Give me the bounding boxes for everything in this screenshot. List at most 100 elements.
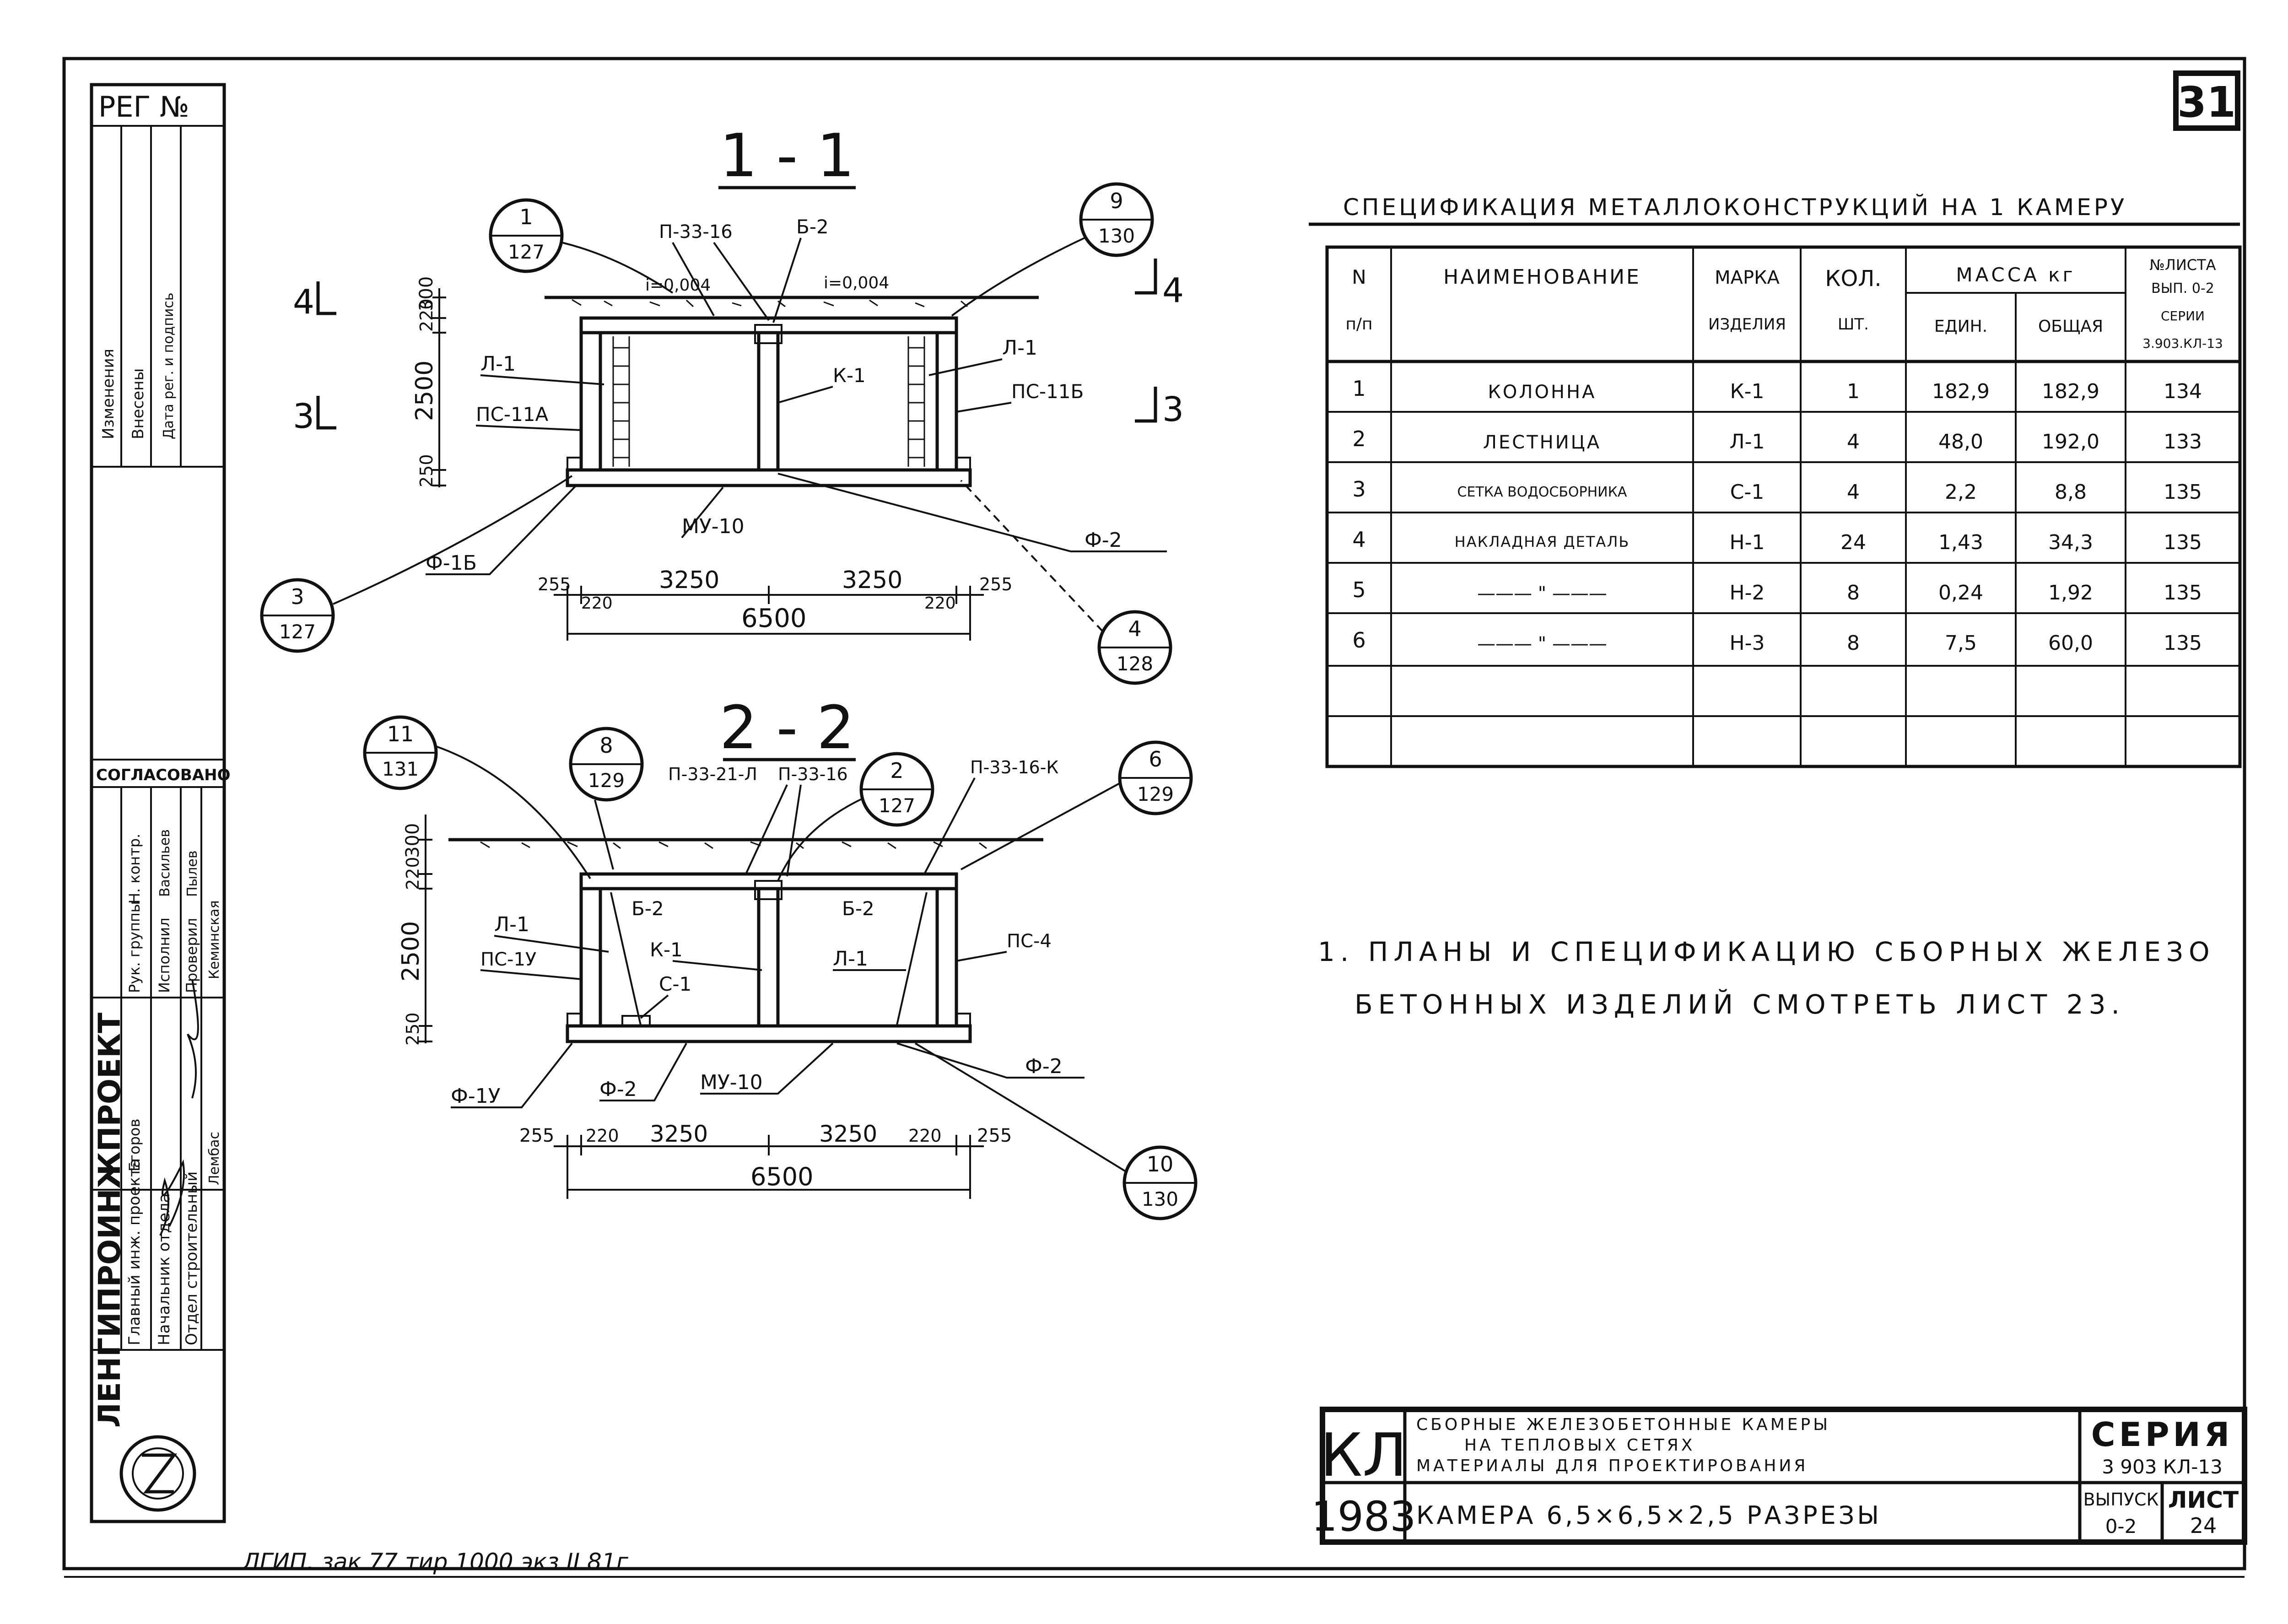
spec-r1-n: 2 <box>1352 426 1365 451</box>
org-name: ЛЕНГИПРОИНЖПРОЕКТ <box>92 1013 127 1428</box>
s1-dim-3250b: 3250 <box>842 567 902 594</box>
s2-callout-6-bottom: 129 <box>1137 783 1174 805</box>
tb-series-label: СЕРИЯ <box>2091 1415 2234 1454</box>
s2-callout-2-bottom: 127 <box>879 794 915 817</box>
s2-label-f2-right: Ф-2 <box>1025 1055 1063 1078</box>
spec-r5-total: 60,0 <box>2048 631 2093 655</box>
stamp-cell-10: Кеминская <box>206 900 222 979</box>
spec-r2-total: 8,8 <box>2055 480 2087 504</box>
sheet-number-box <box>2173 70 2240 131</box>
s1-dim-255a: 255 <box>538 574 571 594</box>
s2-label-f2-left: Ф-2 <box>599 1078 637 1101</box>
s2-label-l1-right: Л-1 <box>833 947 868 971</box>
spec-r0-qty: 1 <box>1847 380 1860 403</box>
spec-h-mark: МАРКА <box>1715 267 1780 288</box>
s1-dim-220a: 220 <box>581 594 613 613</box>
tb-issue-label: ВЫПУСК <box>2083 1489 2159 1510</box>
spec-r1-unit: 48,0 <box>1938 430 1983 453</box>
s2-label-b2-right: Б-2 <box>842 897 874 920</box>
title-block: КЛ 1983 СБОРНЫЕ ЖЕЛЕЗОБЕТОННЫЕ КАМЕРЫ НА… <box>1311 1407 2247 1545</box>
spec-h-sheet: №ЛИСТА <box>2149 256 2216 274</box>
spec-r5-unit: 7,5 <box>1945 631 1977 655</box>
s2-label-ps1u: ПС-1У <box>480 949 536 970</box>
spec-h-name: НАИМЕНОВАНИЕ <box>1443 265 1641 289</box>
spec-r1-sheet: 133 <box>2164 430 2202 453</box>
s1-dim-6500: 6500 <box>741 604 807 633</box>
spec-r5-sheet: 135 <box>2164 631 2202 655</box>
s1-callout-1-bottom: 127 <box>508 241 545 263</box>
s1-callout-3-bottom: 127 <box>279 620 316 643</box>
spec-r0-total: 182,9 <box>2042 380 2099 403</box>
s2-dim-3250b: 3250 <box>819 1121 877 1147</box>
spec-r5-n: 6 <box>1352 628 1365 653</box>
tb-code: КЛ <box>1320 1420 1407 1490</box>
sheet-frame <box>62 57 2246 1570</box>
stamp-cell-9: Пылев <box>184 850 200 897</box>
s2-callout-6-top: 6 <box>1149 747 1162 772</box>
spec-r3-unit: 1,43 <box>1938 531 1983 554</box>
spec-h-qty-sub: ШТ. <box>1838 315 1869 334</box>
s1-label-b2: Б-2 <box>796 216 829 238</box>
s1-callout-9-bottom: 130 <box>1098 225 1135 247</box>
spec-r0-unit: 182,9 <box>1932 380 1990 403</box>
stamp-cell-1: Начальник отдела <box>155 1193 173 1345</box>
s2-callout-2-top: 2 <box>890 758 903 783</box>
stamp-change-0: Изменения <box>99 349 118 439</box>
tb-list-value: 24 <box>2190 1513 2217 1538</box>
tb-year: 1983 <box>1311 1493 1416 1541</box>
s1-dim-300: 300 <box>416 276 437 311</box>
spec-r5-qty: 8 <box>1847 631 1860 655</box>
spec-r1-name: ЛЕСТНИЦА <box>1483 432 1601 453</box>
spec-r4-n: 5 <box>1352 577 1365 602</box>
general-note: 1. ПЛАНЫ И СПЕЦИФИКАЦИЮ СБОРНЫХ ЖЕЛЕЗО Б… <box>1318 936 2210 1020</box>
table-row: 2 ЛЕСТНИЦА Л-1 4 48,0 192,0 133 <box>1352 426 2202 453</box>
tb-series-value: 3 903 КЛ-13 <box>2102 1456 2223 1478</box>
s2-label-p3321: П-33-21-Л <box>668 764 757 784</box>
spec-r2-mark: С-1 <box>1730 480 1765 504</box>
s2-dim-3250a: 3250 <box>650 1121 708 1147</box>
spec-r4-unit: 0,24 <box>1938 581 1983 604</box>
stamp-cell-11: Лембас <box>206 1132 222 1185</box>
stamp-cell-6: Н. контр. <box>126 834 143 904</box>
spec-h-sheet-sub3: 3.903.КЛ-13 <box>2142 336 2223 351</box>
s1-label-f1b: Ф-1Б <box>426 551 477 575</box>
spec-r4-total: 1,92 <box>2048 581 2093 604</box>
stamp-cell-4: Исполнил <box>156 917 173 993</box>
s2-dim-6500: 6500 <box>750 1162 813 1191</box>
s1-label-k1: К-1 <box>833 364 866 387</box>
spec-h-unit: ЕДИН. <box>1934 317 1987 336</box>
s1-callout-4-bottom: 128 <box>1117 653 1153 675</box>
s2-dim-220b: 220 <box>908 1126 942 1146</box>
s1-label-ps11a: ПС-11А <box>476 403 549 426</box>
spec-r4-sheet: 135 <box>2164 581 2202 604</box>
spec-r0-name: КОЛОННА <box>1488 382 1597 403</box>
s2-label-p3316: П-33-16 <box>778 764 848 784</box>
section-1-title: 1 - 1 <box>720 121 855 190</box>
s1-label-slope1: i=0,004 <box>645 276 711 295</box>
approved-label: СОГЛАСОВАНО <box>96 766 231 784</box>
spec-title: СПЕЦИФИКАЦИЯ МЕТАЛЛОКОНСТРУКЦИЙ НА 1 КАМ… <box>1343 194 2127 221</box>
reg-label: РЕГ № <box>98 90 189 124</box>
s1-label-slope2: i=0,004 <box>824 274 889 292</box>
s1-cut-4-right: 4 <box>1162 271 1184 310</box>
s1-dim-3250a: 3250 <box>659 567 719 594</box>
section-2-2: 2 - 2 300 220 2500 250 255 220 3250 3250… <box>363 693 1198 1220</box>
s2-label-f1u: Ф-1У <box>451 1084 501 1108</box>
s1-label-l1-left: Л-1 <box>480 352 516 376</box>
sheet-number: 31 <box>2177 78 2236 127</box>
s1-dim-2500: 2500 <box>411 361 438 421</box>
s1-dim-250: 250 <box>416 454 437 487</box>
s2-dim-250: 250 <box>403 1012 423 1046</box>
spec-r3-name: НАКЛАДНАЯ ДЕТАЛЬ <box>1455 533 1630 550</box>
tb-sheet-title: КАМЕРА 6,5×6,5×2,5 РАЗРЕЗЫ <box>1416 1501 1882 1530</box>
s2-callout-10-bottom: 130 <box>1142 1188 1178 1210</box>
s1-cut-3-left: 3 <box>293 397 314 436</box>
tb-issue-value: 0-2 <box>2105 1515 2137 1538</box>
table-row: 5 ——— " ——— Н-2 8 0,24 1,92 135 <box>1352 577 2202 604</box>
spec-h-n: N <box>1352 266 1366 288</box>
s2-callout-10-top: 10 <box>1147 1152 1174 1176</box>
spec-table: СПЕЦИФИКАЦИЯ МЕТАЛЛОКОНСТРУКЦИЙ НА 1 КАМ… <box>1309 194 2242 768</box>
spec-h-mark-sub: ИЗДЕЛИЯ <box>1708 315 1786 334</box>
spec-h-sheet-sub2: СЕРИИ <box>2161 308 2205 324</box>
